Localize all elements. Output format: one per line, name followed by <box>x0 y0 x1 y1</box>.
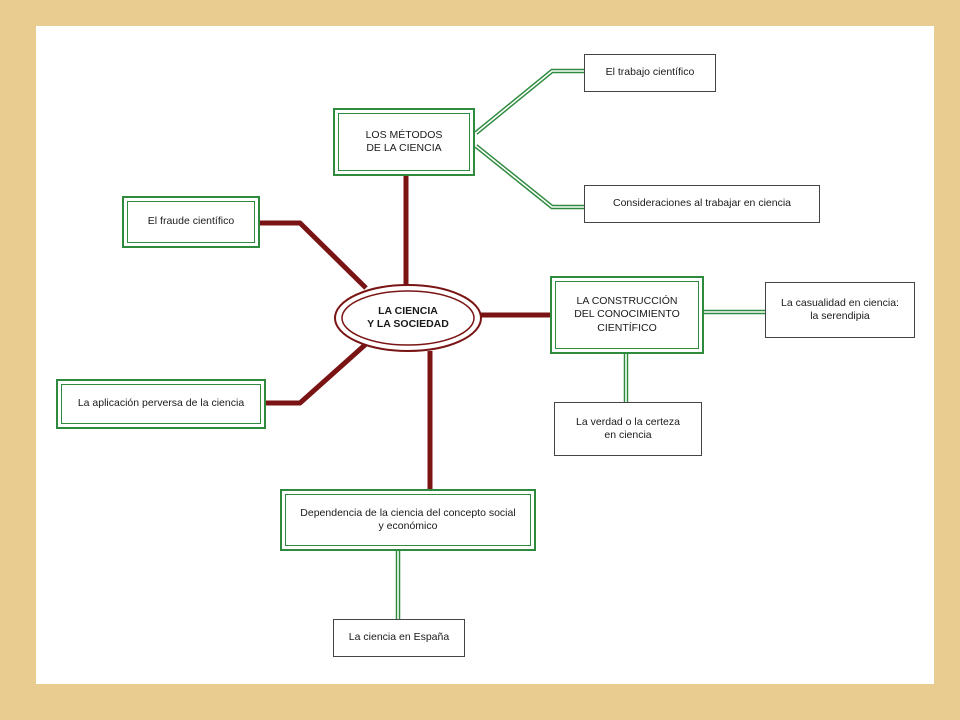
node-casualidad-label: La casualidad en ciencia: la serendipia <box>781 296 899 322</box>
central-node-label: LA CIENCIA Y LA SOCIEDAD <box>367 304 449 330</box>
node-trabajo: El trabajo científico <box>584 54 716 92</box>
node-trabajo-label: El trabajo científico <box>605 66 695 79</box>
node-verdad-label: La verdad o la certeza en ciencia <box>576 415 680 441</box>
node-aplicacion: La aplicación perversa de la ciencia <box>56 379 266 429</box>
node-construccion-label: LA CONSTRUCCIÓN DEL CONOCIMIENTO CIENTÍF… <box>574 295 680 334</box>
link-metodos-consideraciones <box>474 144 584 210</box>
node-verdad: La verdad o la certeza en ciencia <box>554 402 702 456</box>
node-consideraciones: Consideraciones al trabajar en ciencia <box>584 185 820 223</box>
node-espana: La ciencia en España <box>333 619 465 657</box>
central-node-inner <box>341 290 475 346</box>
link-metodos-trabajo <box>474 68 584 135</box>
node-espana-label: La ciencia en España <box>348 631 450 644</box>
link-central-aplicacion <box>266 342 368 406</box>
node-dependencia: Dependencia de la ciencia del concepto s… <box>280 489 536 551</box>
node-consideraciones-label: Consideraciones al trabajar en ciencia <box>612 197 792 210</box>
node-fraude: El fraude científico <box>122 196 260 248</box>
node-casualidad: La casualidad en ciencia: la serendipia <box>765 282 915 338</box>
link-central-fraude <box>260 220 368 290</box>
diagram-canvas: LA CIENCIA Y LA SOCIEDAD LOS MÉTODOS DE … <box>36 26 934 684</box>
node-metodos: LOS MÉTODOS DE LA CIENCIA <box>333 108 475 176</box>
node-dependencia-label: Dependencia de la ciencia del concepto s… <box>300 506 516 532</box>
connector-layer <box>260 68 765 619</box>
node-aplicacion-label: La aplicación perversa de la ciencia <box>77 397 245 410</box>
node-metodos-label: LOS MÉTODOS DE LA CIENCIA <box>365 128 443 154</box>
node-construccion: LA CONSTRUCCIÓN DEL CONOCIMIENTO CIENTÍF… <box>550 276 704 354</box>
node-fraude-label: El fraude científico <box>147 215 235 228</box>
